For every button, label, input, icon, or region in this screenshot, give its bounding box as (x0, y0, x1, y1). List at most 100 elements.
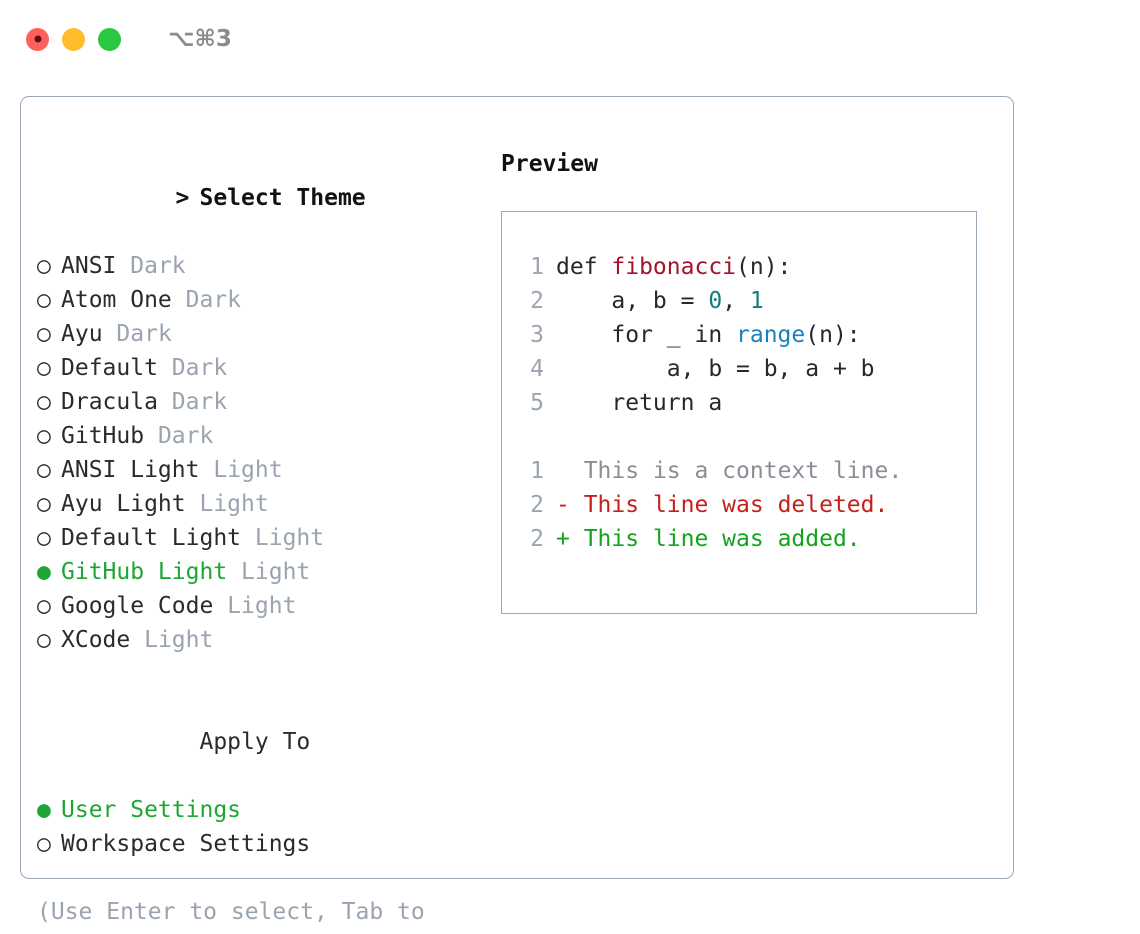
diff-added-line: 2+ This line was added. (502, 522, 976, 556)
code-token-function: fibonacci (611, 254, 737, 280)
code-token-plain: (n): (805, 322, 861, 348)
apply-to-option-label: User Settings (61, 797, 242, 823)
theme-mode-badge: Dark (171, 355, 228, 381)
theme-mode-badge: Light (227, 593, 297, 619)
code-line: 2 a, b = 0, 1 (502, 284, 976, 318)
theme-list-item[interactable]: ○ Dracula Dark (37, 385, 477, 419)
diff-context-line: 1 This is a context line. (502, 454, 976, 488)
theme-list-item[interactable]: ○ GitHub Dark (37, 419, 477, 453)
theme-mode-badge: Dark (116, 321, 172, 347)
radio-unselected-icon[interactable]: ○ (37, 457, 51, 483)
code-line: 5 return a (502, 386, 976, 420)
preview-heading: Preview (501, 151, 598, 177)
apply-to-heading-label: Apply To (199, 729, 311, 755)
code-line-number: 3 (530, 322, 544, 348)
code-token-plain: , (722, 288, 750, 314)
radio-unselected-icon[interactable]: ○ (37, 491, 51, 517)
code-token-plain: return a (556, 390, 723, 416)
diff-line-number: 2 (530, 492, 544, 518)
list-spacer (37, 657, 477, 691)
theme-name: Default (61, 355, 158, 381)
keyboard-shortcut-label: ⌥⌘3 (168, 26, 232, 52)
radio-unselected-icon[interactable]: ○ (37, 593, 51, 619)
theme-list-item[interactable]: ○ Default Dark (37, 351, 477, 385)
radio-unselected-icon[interactable]: ○ (37, 287, 51, 313)
select-theme-heading-label: Select Theme (199, 185, 366, 211)
diff-line-text: This is a context line. (583, 458, 903, 484)
diff-line-number: 2 (530, 526, 544, 552)
code-token-call: range (736, 322, 806, 348)
theme-name: Google Code (61, 593, 214, 619)
theme-mode-badge: Light (213, 457, 283, 483)
theme-mode-badge: Dark (157, 423, 214, 449)
theme-name: XCode (61, 627, 131, 653)
radio-unselected-icon[interactable]: ○ (37, 525, 51, 551)
code-token-number: 1 (749, 288, 764, 314)
radio-unselected-icon[interactable]: ○ (37, 355, 51, 381)
theme-name: ANSI (61, 253, 117, 279)
code-token-plain: for _ in (556, 322, 737, 348)
zoom-window-icon[interactable] (98, 27, 121, 51)
close-window-icon[interactable] (26, 27, 49, 51)
code-line-number: 4 (530, 356, 544, 382)
caret-prompt-icon: > (175, 185, 204, 211)
radio-unselected-icon[interactable]: ○ (37, 321, 51, 347)
theme-mode-badge: Dark (130, 253, 186, 279)
theme-list-item[interactable]: ● GitHub Light Light (37, 555, 477, 589)
theme-name: ANSI Light (61, 457, 200, 483)
apply-to-option-label: Workspace Settings (61, 831, 311, 857)
diff-marker: - (556, 492, 584, 518)
theme-list-item[interactable]: ○ Default Light Light (37, 521, 477, 555)
radio-unselected-icon[interactable]: ○ (37, 423, 51, 449)
theme-name: Atom One (61, 287, 172, 313)
code-token-plain: a, b = (556, 288, 709, 314)
theme-name: Dracula (61, 389, 158, 415)
diff-deleted-line: 2- This line was deleted. (502, 488, 976, 522)
apply-to-heading: Apply To (37, 691, 477, 793)
theme-name: Default Light (61, 525, 242, 551)
apply-to-indent (175, 725, 199, 759)
code-token-plain: (n): (736, 254, 792, 280)
radio-selected-icon[interactable]: ● (37, 797, 51, 823)
theme-list-item[interactable]: ○ ANSI Dark (37, 249, 477, 283)
code-line: 3 for _ in range(n): (502, 318, 976, 352)
code-line-number: 2 (530, 288, 544, 314)
window-titlebar: ⌥⌘3 (0, 0, 1140, 78)
theme-mode-badge: Dark (171, 389, 228, 415)
apply-to-option[interactable]: ○ Workspace Settings (37, 827, 477, 861)
theme-list-item[interactable]: ○ ANSI Light Light (37, 453, 477, 487)
radio-unselected-icon[interactable]: ○ (37, 389, 51, 415)
radio-unselected-icon[interactable]: ○ (37, 253, 51, 279)
radio-selected-icon[interactable]: ● (37, 559, 51, 585)
minimize-window-icon[interactable] (62, 27, 85, 51)
theme-mode-badge: Dark (185, 287, 242, 313)
theme-mode-badge: Light (199, 491, 269, 517)
theme-list-item[interactable]: ○ Atom One Dark (37, 283, 477, 317)
code-line-number: 1 (530, 254, 544, 280)
theme-list-item[interactable]: ○ XCode Light (37, 623, 477, 657)
diff-marker (556, 458, 584, 484)
apply-to-option[interactable]: ● User Settings (37, 793, 477, 827)
theme-name: GitHub (61, 423, 145, 449)
traffic-light-group (26, 27, 121, 51)
radio-unselected-icon[interactable]: ○ (37, 627, 51, 653)
radio-unselected-icon[interactable]: ○ (37, 831, 51, 857)
theme-list-item[interactable]: ○ Google Code Light (37, 589, 477, 623)
theme-mode-badge: Light (254, 525, 325, 551)
theme-mode-badge: Light (241, 559, 311, 585)
theme-name: GitHub Light (61, 559, 228, 585)
theme-list: ○ANSI Dark○Atom One Dark○Ayu Dark○Defaul… (37, 249, 477, 657)
theme-list-item[interactable]: ○Ayu Dark (37, 317, 477, 351)
code-line-number: 5 (530, 390, 544, 416)
theme-name: Ayu Light (61, 491, 186, 517)
theme-mode-badge: Light (144, 627, 214, 653)
code-token-number: 0 (708, 288, 723, 314)
theme-list-item[interactable]: ○ Ayu Light Light (37, 487, 477, 521)
diff-line-text: This line was deleted. (583, 492, 889, 518)
select-theme-heading: > Select Theme (37, 147, 477, 249)
theme-selector-column: > Select Theme ○ANSI Dark○Atom One Dark○… (37, 147, 477, 934)
